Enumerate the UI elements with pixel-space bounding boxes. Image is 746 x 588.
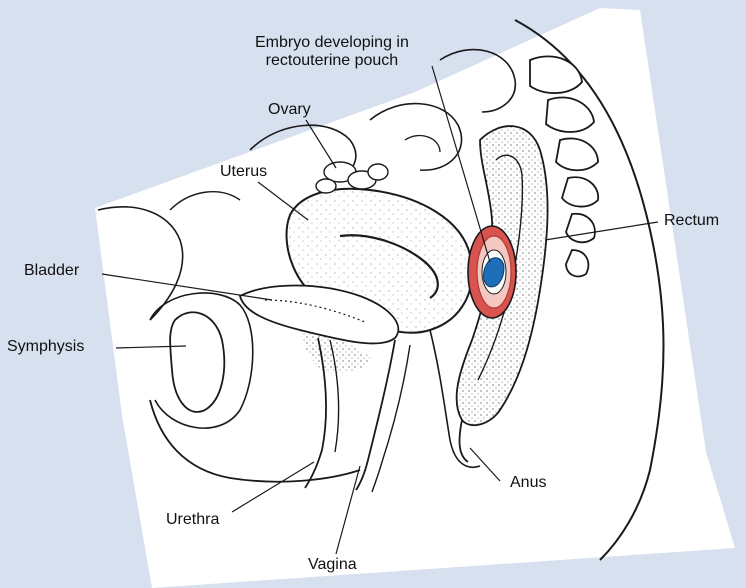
label-embryo: Embryo developing in rectouterine pouch — [255, 34, 409, 70]
symphysis-shape — [170, 312, 224, 412]
vertebra-6 — [566, 250, 588, 276]
label-embryo-line2: rectouterine pouch — [255, 52, 409, 70]
label-ovary: Ovary — [268, 101, 311, 119]
label-symphysis: Symphysis — [7, 338, 84, 356]
label-vagina: Vagina — [308, 556, 357, 574]
label-rectum: Rectum — [664, 212, 719, 230]
label-uterus: Uterus — [220, 163, 267, 181]
label-urethra: Urethra — [166, 511, 219, 529]
label-anus: Anus — [510, 474, 546, 492]
label-embryo-line1: Embryo developing in — [255, 34, 409, 52]
label-bladder: Bladder — [24, 262, 79, 280]
